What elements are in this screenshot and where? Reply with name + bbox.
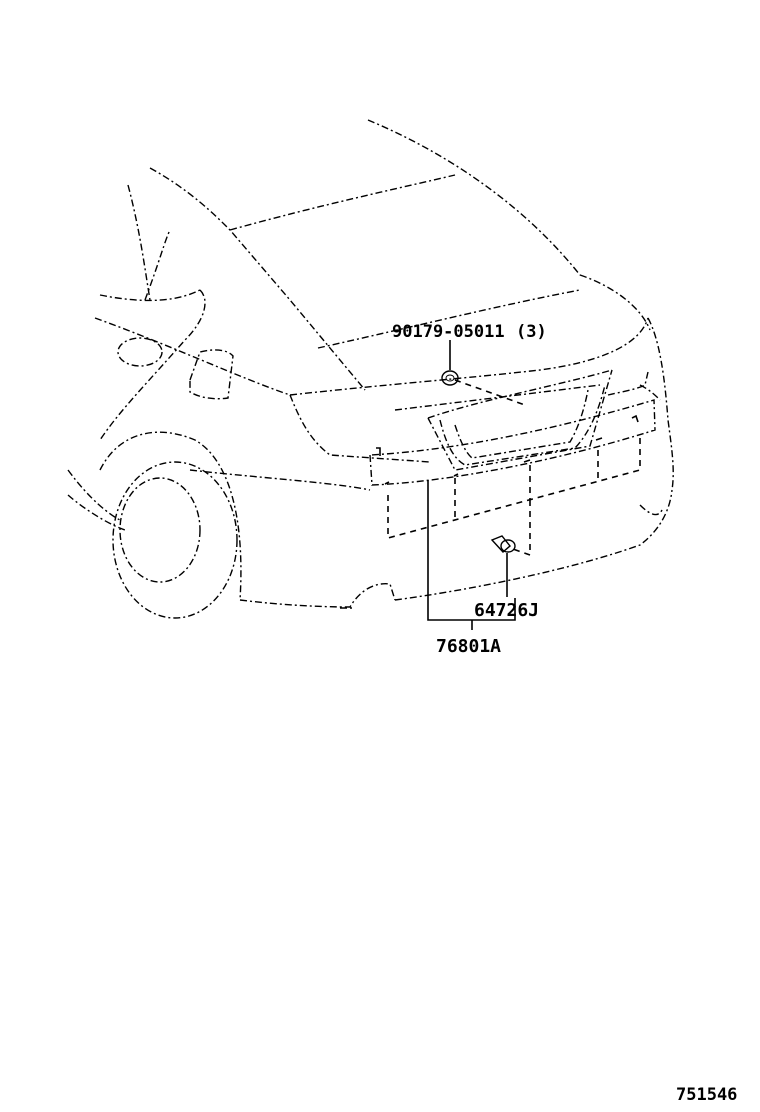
fastener-pattern: [387, 379, 641, 557]
screw-quantity: (3): [516, 322, 547, 342]
garnish-leader: [427, 480, 516, 630]
garnish-part-number: 76801A: [436, 636, 501, 657]
car-body-outline: [67, 119, 674, 619]
clip-part-number: 64726J: [474, 600, 539, 621]
clip-part: [490, 535, 516, 597]
illustration-id: 751546: [676, 1085, 737, 1105]
license-garnish: [369, 369, 656, 486]
screw-part-number: 90179-05011: [392, 322, 505, 342]
screw-part: [441, 340, 459, 386]
